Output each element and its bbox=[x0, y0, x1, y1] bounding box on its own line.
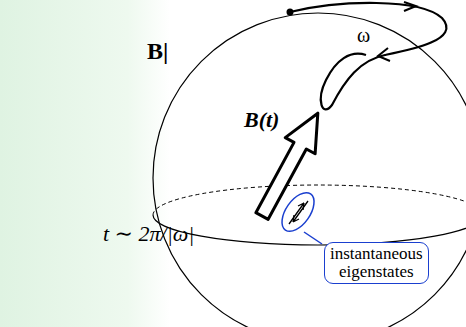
trajectory-arrow bbox=[404, 2, 416, 11]
trajectory-arrow bbox=[378, 48, 390, 61]
symbol-label: B| bbox=[147, 38, 168, 64]
sphere-outline bbox=[153, 13, 466, 327]
field-trajectory bbox=[290, 3, 446, 109]
eigenstate-arrows bbox=[289, 201, 308, 224]
period-formula: t ∼ 2π/|ω| bbox=[103, 222, 194, 246]
symbol-label: ω bbox=[357, 24, 370, 46]
start-dot bbox=[287, 9, 294, 16]
vector-label: B(t) bbox=[244, 108, 279, 132]
callout-box: instantaneous eigenstates bbox=[324, 242, 429, 284]
eigenstate-ring bbox=[276, 187, 321, 237]
slide-panel bbox=[0, 0, 170, 327]
leader-line bbox=[304, 232, 322, 244]
equator-back bbox=[153, 185, 466, 215]
callout-text: instantaneous eigenstates bbox=[330, 245, 423, 281]
equator-front bbox=[153, 215, 466, 245]
